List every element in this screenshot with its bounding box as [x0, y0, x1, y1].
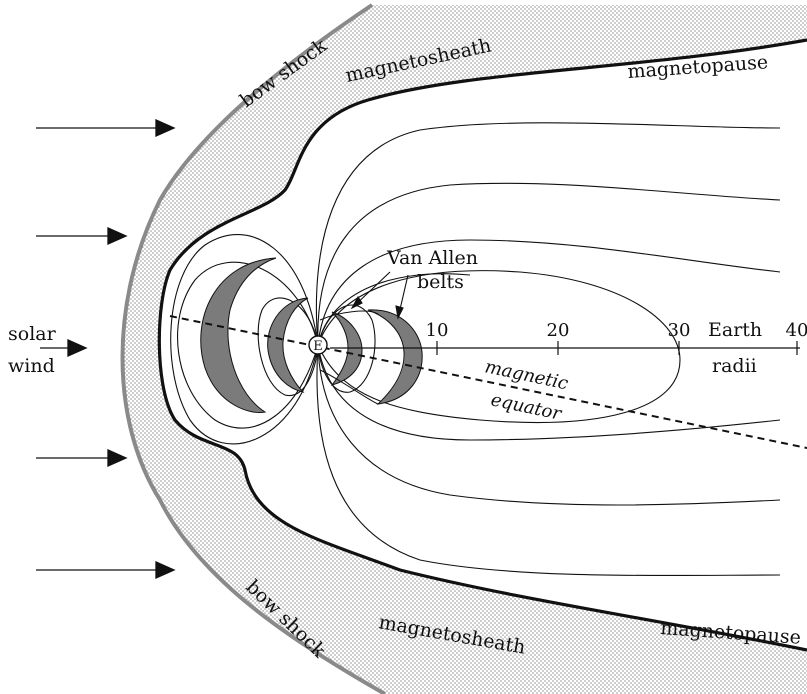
magnetic-equator-label-2: equator — [489, 389, 564, 425]
van-allen-label-1: Van Allen — [386, 247, 478, 269]
magnetic-equator-line — [169, 315, 807, 449]
field-lines — [170, 122, 781, 577]
solar-wind-label-2: wind — [8, 355, 55, 377]
belt-right-inner — [330, 311, 363, 386]
magnetic-equator-label-1: magnetic — [483, 356, 570, 394]
axis-label-radii: radii — [712, 355, 757, 377]
earth-label: E — [313, 339, 323, 354]
axis-label-earth: Earth — [708, 319, 762, 341]
earth-circle — [308, 335, 328, 355]
van-allen-belts — [200, 257, 423, 413]
solar-wind-arrowhead — [155, 560, 176, 580]
axis-tick-label: 40 — [786, 320, 807, 341]
axis-tick-label: 30 — [668, 320, 691, 341]
solar-wind-arrows — [36, 118, 176, 580]
solar-wind-arrowhead — [67, 338, 88, 358]
magnetopause-curve — [157, 38, 807, 652]
axis-tick-label: 10 — [426, 320, 449, 341]
belt-left-outer — [200, 257, 277, 413]
solar-wind-label-1: solar — [8, 323, 57, 345]
earth: E — [308, 335, 328, 355]
van-allen-label-2: belts — [417, 271, 464, 293]
belt-right-outer — [367, 309, 423, 405]
solar-wind-arrowhead — [155, 118, 176, 138]
bow-shock-curve — [120, 3, 386, 694]
axis-tick-label: 20 — [547, 320, 570, 341]
van-allen-pointers — [350, 271, 409, 320]
solar-wind-arrowhead — [107, 226, 128, 246]
solar-wind-arrowhead — [107, 448, 128, 468]
axis-ticks: 10 20 30 40 — [426, 320, 807, 355]
belt-left-inner — [267, 297, 309, 393]
